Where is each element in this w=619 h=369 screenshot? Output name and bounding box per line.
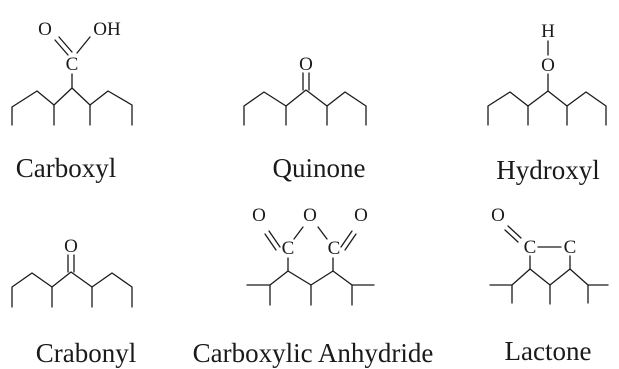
structure-quinone: O Quinone [243, 54, 367, 183]
carboxyl-bonds [11, 36, 133, 126]
anhydride-left-carbon-label: C [282, 238, 295, 259]
carbonyl-oxygen-label: O [64, 236, 78, 257]
anhydride-ring-oxygen-label: O [303, 205, 317, 226]
carboxyl-caption: Carboxyl [16, 153, 117, 183]
quinone-caption: Quinone [273, 153, 366, 183]
carbonyl-bonds [11, 254, 133, 308]
anhydride-bonds [246, 226, 375, 306]
structure-carbonyl: O Crabonyl [11, 236, 137, 368]
hydroxyl-caption: Hydroxyl [496, 155, 600, 185]
hydroxyl-hydrogen-label: H [541, 21, 555, 42]
hydroxyl-bonds [487, 40, 607, 126]
anhydride-caption: Carboxylic Anhydride [193, 338, 434, 368]
carboxyl-carbon-label: C [66, 54, 79, 75]
structure-carboxyl: O OH C Carboxyl [11, 19, 133, 183]
lactone-oxygen-label: O [491, 205, 505, 226]
quinone-bonds [243, 72, 367, 126]
hydroxyl-oxygen-label: O [541, 55, 555, 76]
structure-hydroxyl: H O Hydroxyl [487, 21, 607, 185]
quinone-oxygen-label: O [299, 54, 313, 75]
lactone-right-carbon-label: C [564, 237, 577, 258]
carboxyl-oxygen-label: O [38, 19, 52, 40]
anhydride-left-oxygen-label: O [252, 205, 266, 226]
anhydride-right-carbon-label: C [328, 238, 341, 259]
anhydride-right-oxygen-label: O [354, 205, 368, 226]
carbonyl-caption: Crabonyl [36, 338, 137, 368]
structure-carboxylic-anhydride: O O O C C Carboxylic Anhydride [193, 205, 434, 368]
lactone-caption: Lactone [505, 336, 592, 366]
carboxyl-hydroxyl-label: OH [93, 19, 121, 40]
structure-lactone: O C C Lactone [489, 205, 609, 366]
lactone-bonds [489, 225, 609, 305]
lactone-left-carbon-label: C [524, 237, 537, 258]
